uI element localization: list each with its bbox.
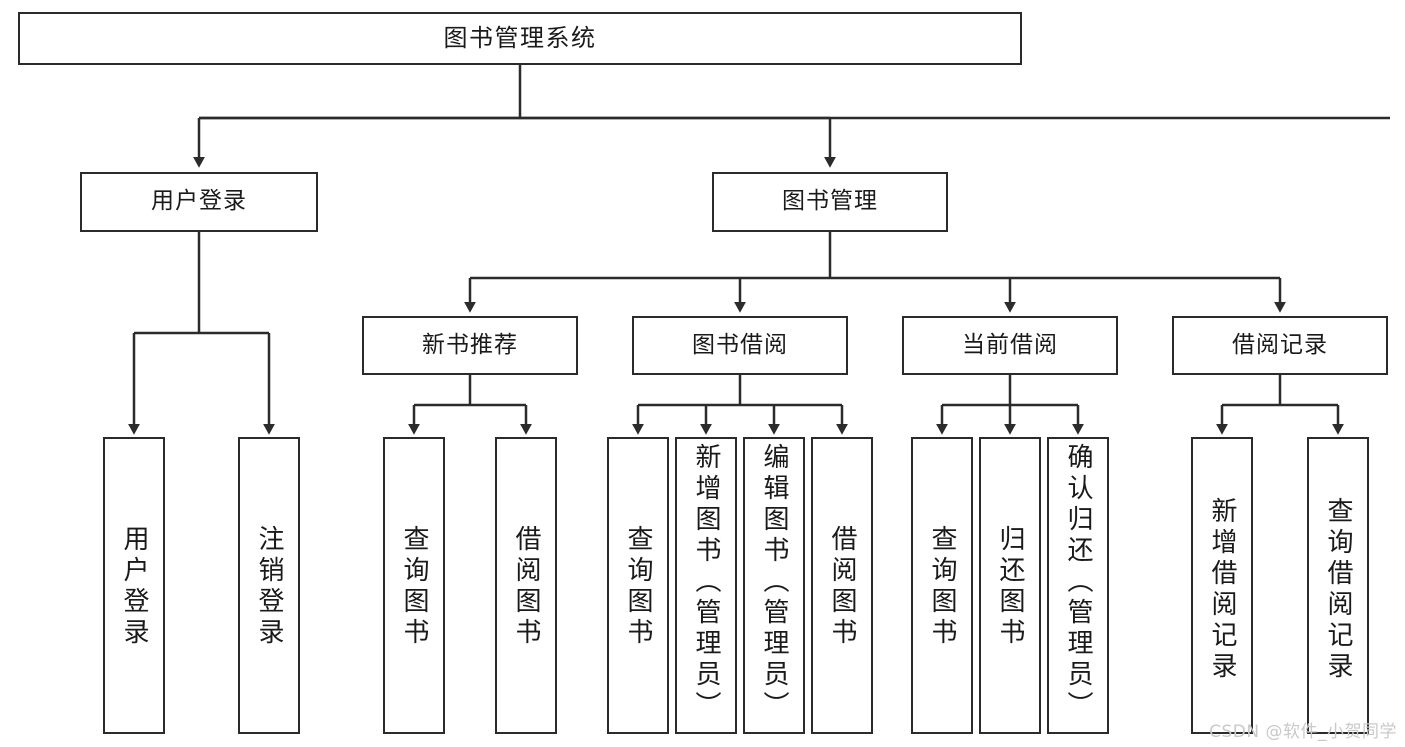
node-user-login[interactable]: 用户登录 <box>80 172 318 232</box>
node-leaf-query-book-1[interactable]: 查询图书 <box>383 437 445 734</box>
node-leaf-borrow-book-2[interactable]: 借阅图书 <box>811 437 873 734</box>
node-label: 查询图书 <box>927 525 957 649</box>
watermark: CSDN @软件_小贺同学 <box>1209 722 1397 742</box>
node-label: 用户登录 <box>119 525 149 649</box>
node-label: 新增借阅记录 <box>1207 497 1237 683</box>
node-leaf-add-record[interactable]: 新增借阅记录 <box>1191 437 1253 734</box>
node-leaf-borrow-book-1[interactable]: 借阅图书 <box>495 437 557 734</box>
node-label: 当前借阅 <box>962 331 1058 358</box>
node-label: 查询借阅记录 <box>1323 497 1353 683</box>
node-leaf-user-login[interactable]: 用户登录 <box>103 437 165 734</box>
node-leaf-query-book-2[interactable]: 查询图书 <box>607 437 669 734</box>
node-book-borrow[interactable]: 图书借阅 <box>632 316 848 375</box>
node-leaf-add-book[interactable]: 新增图书（管理员） <box>675 437 737 734</box>
node-label: 图书管理系统 <box>443 24 597 53</box>
node-label: 用户登录 <box>151 188 247 215</box>
node-label: 查询图书 <box>399 525 429 649</box>
node-leaf-edit-book[interactable]: 编辑图书（管理员） <box>743 437 805 734</box>
node-current-borrow[interactable]: 当前借阅 <box>902 316 1118 375</box>
node-label: 注销登录 <box>254 525 284 649</box>
node-label: 借阅图书 <box>511 525 541 649</box>
node-new-book-recommend[interactable]: 新书推荐 <box>362 316 578 375</box>
node-label: 图书管理 <box>782 188 878 215</box>
node-label: 查询图书 <box>623 525 653 649</box>
node-book-management[interactable]: 图书管理 <box>712 172 948 232</box>
node-leaf-query-record[interactable]: 查询借阅记录 <box>1307 437 1369 734</box>
node-leaf-return-book[interactable]: 归还图书 <box>979 437 1041 734</box>
node-label: 新书推荐 <box>422 331 518 358</box>
node-leaf-query-book-3[interactable]: 查询图书 <box>911 437 973 734</box>
node-borrow-record[interactable]: 借阅记录 <box>1172 316 1388 375</box>
node-label: 图书借阅 <box>692 331 788 358</box>
node-leaf-logout[interactable]: 注销登录 <box>238 437 300 734</box>
node-label: 借阅记录 <box>1232 331 1328 358</box>
node-label: 确认归还（管理员） <box>1063 443 1093 722</box>
node-label: 新增图书（管理员） <box>691 443 721 722</box>
node-label: 借阅图书 <box>827 525 857 649</box>
node-label: 编辑图书（管理员） <box>759 443 789 722</box>
node-root-book-management-system[interactable]: 图书管理系统 <box>18 12 1022 65</box>
node-label: 归还图书 <box>995 525 1025 649</box>
node-leaf-confirm-return[interactable]: 确认归还（管理员） <box>1047 437 1109 734</box>
